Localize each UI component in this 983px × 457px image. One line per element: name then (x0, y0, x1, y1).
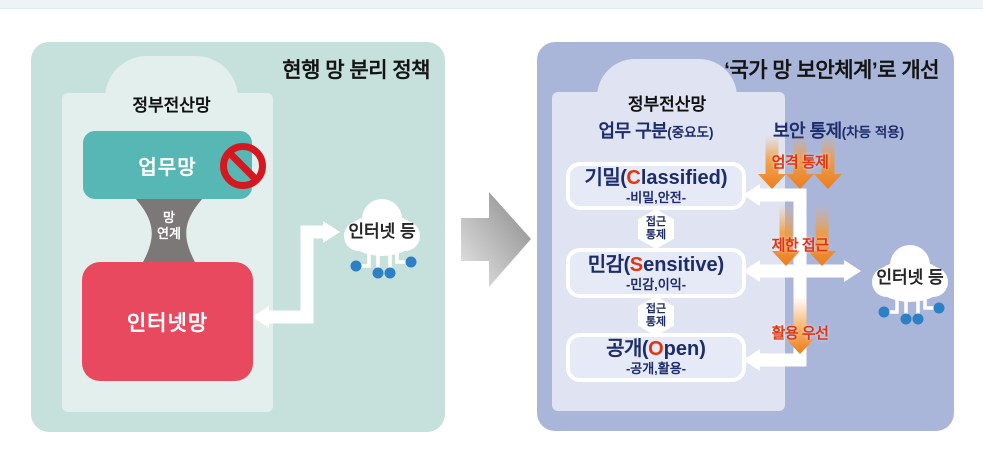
gov-network-label-left: 정부전산망 (132, 96, 211, 115)
cloud-icon (344, 199, 420, 279)
internet-cloud-label-left: 인터넷 등 (348, 222, 416, 241)
right-panel-title: ‘국가 망 보안체계’로 개선 (724, 59, 939, 82)
tier-box-sensitive: 민감(Sensitive) -민감,이익- (566, 248, 746, 298)
tier-open-kr: 공개( (606, 338, 649, 361)
classification-header: 업무 구분(중요도) (566, 117, 746, 143)
internet-network-label: 인터넷망 (126, 311, 209, 335)
tier-box-open: 공개(Open) -공개,활용- (566, 333, 746, 382)
network-node-dots (878, 302, 945, 325)
transition-arrow (461, 192, 531, 287)
left-panel-title: 현행 망 분리 정책 (282, 59, 430, 82)
network-drop-lines (361, 251, 406, 270)
utilization-first-arrow (786, 297, 814, 354)
work-network-label: 업무망 (138, 156, 197, 179)
tier-sensitive-en: ensitive) (643, 253, 725, 276)
strict-control-arrows (758, 135, 842, 189)
restricted-access-arrows (772, 204, 836, 266)
tier-open-sub: -공개,활용- (625, 361, 687, 377)
tier-open-title: 공개(Open) (606, 338, 706, 360)
control-label-restricted: 제한 접근 (771, 237, 829, 254)
control-label-utilization: 활용 우선 (771, 325, 829, 342)
prohibition-icon (220, 143, 266, 189)
tier-classified-initial: C (626, 166, 641, 189)
cloud-icon (872, 245, 948, 325)
tier-sensitive-title: 민감(Sensitive) (588, 254, 724, 276)
network-drop-lines (889, 297, 934, 316)
tier-sensitive-initial: S (629, 253, 644, 276)
gov-network-dome-left: 정부전산망 (105, 56, 238, 115)
network-link-label: 망 연계 (157, 210, 181, 241)
tier-sensitive-sub: -민감,이익- (625, 276, 687, 292)
tier-open-en: pen) (663, 338, 706, 361)
national-security-panel: ‘국가 망 보안체계’로 개선 정부전산망 업무 구분(중요도) 보안 통제(차… (537, 42, 954, 431)
network-link-connector (135, 198, 203, 264)
security-flow-arrows (743, 135, 861, 371)
gov-network-label-right: 정부전산망 (627, 95, 707, 114)
control-header-sub: (차등 적용) (841, 125, 905, 140)
gov-network-dome-right: 정부전산망 (597, 59, 737, 114)
current-policy-panel: 현행 망 분리 정책 정부전산망 망 연계 업무망 인터넷망 (31, 42, 445, 432)
tier-classified-title: 기밀(Classified) (584, 167, 727, 189)
tier-box-classified: 기밀(Classified) -비밀,안전- (566, 162, 746, 210)
work-network-box: 업무망 (83, 131, 266, 199)
internet-cloud-label-right: 인터넷 등 (876, 268, 944, 287)
tier-classified-sub: -비밀,안전- (625, 189, 687, 205)
internet-exchange-arrow (252, 221, 340, 328)
tier-classified-en: lassified) (640, 166, 728, 189)
tier-sensitive-kr: 민감( (587, 253, 630, 276)
control-label-strict: 엄격 통제 (771, 154, 829, 171)
network-node-dots (350, 256, 417, 279)
internet-network-box: 인터넷망 (82, 262, 253, 381)
classification-header-main: 업무 구분 (598, 121, 668, 141)
tier-classified-kr: 기밀( (584, 166, 627, 189)
access-control-badge-2-label: 접근 통제 (645, 303, 667, 328)
internet-cloud-right: 인터넷 등 (860, 239, 960, 329)
backbone-arrow-white (743, 184, 861, 371)
access-control-badge-1-label: 접근 통제 (645, 216, 667, 241)
classification-header-sub: (중요도) (667, 125, 714, 140)
top-strip (0, 0, 983, 9)
internet-cloud-left: 인터넷 등 (332, 193, 432, 283)
tier-open-initial: O (648, 338, 664, 361)
